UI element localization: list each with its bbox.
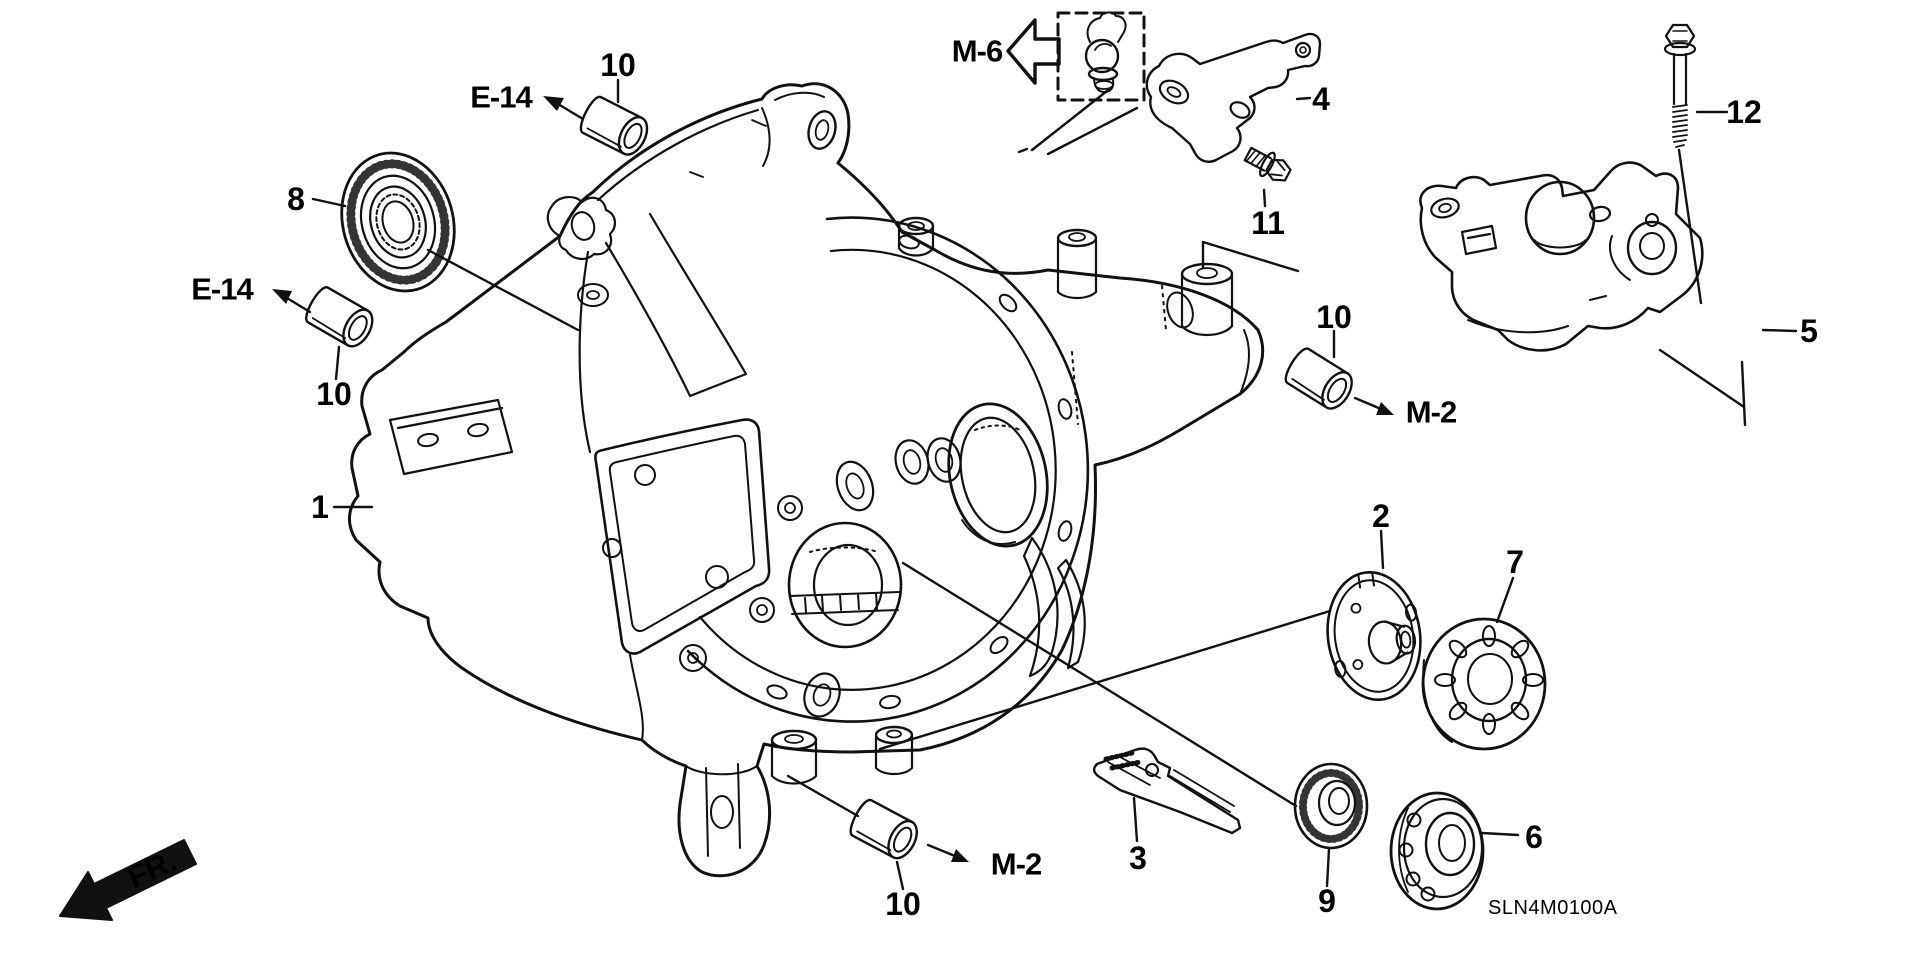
e14-arrow-left <box>272 289 312 314</box>
reference-label: E-14 <box>470 79 532 115</box>
part-number-label: 10 <box>316 376 352 412</box>
part-number-label: 7 <box>1506 544 1524 580</box>
part-number-label: 6 <box>1525 819 1543 855</box>
detent-arm-drawing <box>1092 747 1242 835</box>
part-number-label: 5 <box>1800 313 1818 349</box>
clutch-housing-drawing <box>348 82 1265 878</box>
reference-label: E-14 <box>191 271 253 307</box>
mount-bracket-drawing <box>1419 161 1704 352</box>
part-number-label: 10 <box>1316 299 1352 335</box>
diagram-code: SLN4M0100A <box>1488 897 1618 919</box>
dowel-pin-drawing <box>305 286 374 348</box>
oil-seal-drawing <box>340 151 456 293</box>
e14-arrow-top <box>543 96 585 121</box>
m2-arrow-bottom <box>926 843 969 862</box>
m2-arrow-right <box>1353 396 1394 415</box>
dowel-pin-drawing <box>849 799 918 860</box>
long-bolt-drawing <box>1663 23 1697 148</box>
ball-bearing-drawing <box>1389 791 1485 911</box>
part-number-label: 10 <box>600 47 636 83</box>
dowel-pin-drawing <box>1284 347 1353 410</box>
leader-lines <box>311 78 1798 891</box>
needle-bearing-drawing <box>1421 617 1547 751</box>
part-number-label: 9 <box>1318 883 1336 919</box>
reference-label: M-2 <box>1405 394 1457 430</box>
part-number-label: 2 <box>1372 498 1390 534</box>
reference-label: M-2 <box>990 846 1042 882</box>
part-number-label: 11 <box>1251 205 1285 241</box>
flange-bolt-drawing <box>1243 146 1292 182</box>
m6-block-arrow <box>1006 18 1061 85</box>
m6-dashed-box <box>1056 11 1146 102</box>
reference-label: M-6 <box>951 33 1003 69</box>
part-number-label: 8 <box>287 181 305 217</box>
part-number-label: 1 <box>311 489 329 525</box>
part-number-label: 12 <box>1726 94 1762 130</box>
small-bearing-drawing <box>1293 762 1369 850</box>
dowel-pin-drawing <box>579 95 649 156</box>
part-number-label: 3 <box>1129 840 1147 876</box>
set-plate-drawing <box>1326 571 1422 701</box>
part-number-label: 10 <box>885 886 921 922</box>
part-number-label: 4 <box>1312 81 1330 117</box>
fr-direction-arrow <box>59 839 197 921</box>
speed-sensor-drawing <box>1084 11 1127 93</box>
harness-bracket-drawing <box>1145 32 1322 163</box>
